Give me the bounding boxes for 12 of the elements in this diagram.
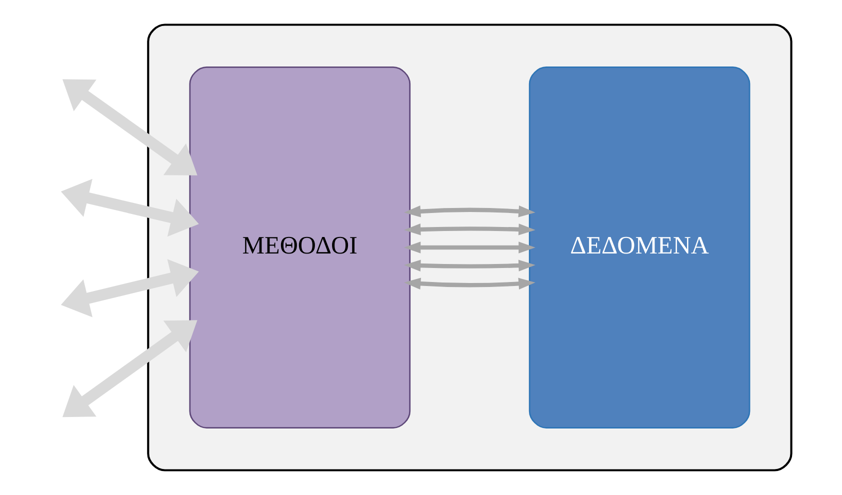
node-box: ΜΕΘΟΔΟΙ (189, 66, 411, 428)
arrow (62, 320, 198, 418)
arrow (404, 242, 536, 254)
arrow (404, 224, 536, 236)
node-box: ΔΕΔΟΜΕΝΑ (528, 66, 750, 428)
arrow (60, 259, 199, 318)
arrow (404, 260, 536, 272)
arrow (404, 206, 536, 218)
arrow (404, 278, 536, 290)
arrow (60, 178, 199, 237)
arrow (62, 79, 198, 176)
cluster (147, 24, 792, 472)
